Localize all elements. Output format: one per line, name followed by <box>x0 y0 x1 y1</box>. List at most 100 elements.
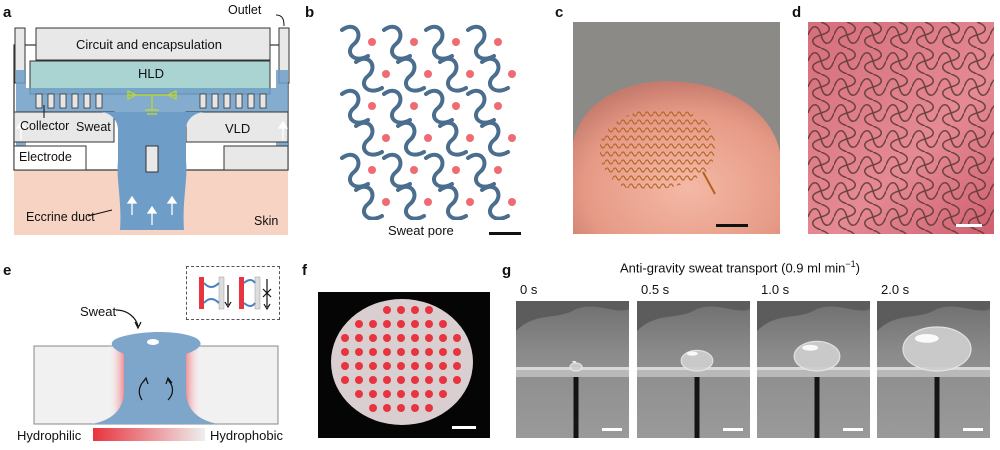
pore-dot <box>355 376 363 384</box>
serpentine-segment <box>466 24 496 61</box>
pore-dot <box>411 348 419 356</box>
serpentine-segment <box>382 88 412 125</box>
serpentine-segment <box>438 120 468 157</box>
pore-dot <box>453 334 461 342</box>
panel-a-letter: a <box>3 4 12 21</box>
pore-dot <box>397 404 405 412</box>
serpentine-segment <box>424 24 454 61</box>
label-collector: Collector <box>20 119 70 133</box>
serpentine-segment <box>340 88 370 125</box>
transport-frame <box>757 301 870 438</box>
pore-dot <box>355 390 363 398</box>
flow-arrows <box>15 120 289 225</box>
pore-array-photo <box>318 292 490 438</box>
panel-g-title-sup: −1 <box>845 259 856 269</box>
pore-dot <box>397 390 405 398</box>
pore-dot <box>369 348 377 356</box>
label-sweat-a: Sweat <box>76 120 111 134</box>
label-outlet: Outlet <box>228 3 262 17</box>
pore-dot <box>383 320 391 328</box>
mesh-patch <box>599 108 716 190</box>
sweat-column <box>92 332 218 424</box>
pore-dot <box>425 376 433 384</box>
pore-dot <box>355 334 363 342</box>
sweat-pore-dot <box>424 134 432 142</box>
serpentine-segment <box>424 152 454 189</box>
transport-frame <box>516 301 629 438</box>
serpentine-segment <box>480 120 510 157</box>
pore-dot <box>341 376 349 384</box>
pore-dot <box>411 334 419 342</box>
serpentine-segment <box>340 24 370 61</box>
pore-dot <box>439 362 447 370</box>
panel-g-letter: g <box>502 262 512 279</box>
pore-dot <box>439 320 447 328</box>
pore-dot <box>453 362 461 370</box>
sweat-pore-dot <box>508 198 516 206</box>
sweat-pore-dot <box>424 70 432 78</box>
pore-dot <box>439 334 447 342</box>
serpentine-segment <box>382 152 412 189</box>
pore-dot <box>369 376 377 384</box>
pore-dot <box>397 376 405 384</box>
pore-dot <box>383 334 391 342</box>
label-circuit: Circuit and encapsulation <box>76 37 222 52</box>
serpentine-segment <box>480 56 510 93</box>
frame-time-label: 0 s <box>520 282 538 297</box>
serpentine-segment <box>340 152 370 189</box>
sweat-pore-dot <box>410 38 418 46</box>
label-sweat-e: Sweat <box>80 304 117 319</box>
label-vld: VLD <box>225 121 251 136</box>
pore-dot <box>397 320 405 328</box>
sweat-pore-dot <box>466 134 474 142</box>
scale-bar-f <box>452 426 476 429</box>
pore-dot <box>425 404 433 412</box>
wettability-gradient-bar <box>93 428 205 441</box>
pore-dot <box>425 390 433 398</box>
pore-dot <box>341 362 349 370</box>
center-electrode <box>145 145 159 173</box>
pore-dot <box>439 376 447 384</box>
serpentine-segment <box>396 120 426 157</box>
label-hydrophobic: Hydrophobic <box>210 428 283 443</box>
pore-dot <box>411 306 419 314</box>
sweat-pore-dot <box>494 166 502 174</box>
transport-frame <box>637 301 750 438</box>
pore-dot <box>411 390 419 398</box>
mesh-on-skin-photo <box>808 22 994 234</box>
pore-dot <box>439 348 447 356</box>
pore-dot <box>425 348 433 356</box>
sweat-pore-dot <box>508 134 516 142</box>
scale-bar-d <box>956 224 982 227</box>
serpentine-segment <box>354 56 384 93</box>
electrode-block <box>13 145 87 171</box>
sweat-pore-dot <box>410 102 418 110</box>
frame-time-label: 2.0 s <box>881 282 910 297</box>
pore-dot <box>369 390 377 398</box>
mechanism-inset <box>186 266 280 320</box>
panel-e-diagram <box>33 309 279 441</box>
label-hydrophilic: Hydrophilic <box>17 428 82 443</box>
pore-dot <box>383 306 391 314</box>
panel-e-letter: e <box>3 262 12 279</box>
serpentine-mesh <box>340 24 516 220</box>
serpentine-segment <box>396 184 426 220</box>
serpentine-segment <box>424 88 454 125</box>
serpentine-segment <box>480 184 510 220</box>
collector-block <box>13 111 115 143</box>
pore-dot <box>341 334 349 342</box>
pore-dot <box>397 306 405 314</box>
pore-dot <box>369 334 377 342</box>
serpentine-segment <box>354 120 384 157</box>
panel-g-title-main: Anti-gravity sweat transport (0.9 ml min <box>620 260 846 276</box>
pore-dot <box>425 362 433 370</box>
serpentine-segment <box>396 56 426 93</box>
sweat-pore-dot <box>508 70 516 78</box>
pore-dot <box>397 334 405 342</box>
panel-f-letter: f <box>302 262 307 279</box>
serpentine-segment <box>438 56 468 93</box>
sweat-pore-dot <box>382 134 390 142</box>
scale-bar-c <box>716 224 748 227</box>
panel-g-title: Anti-gravity sweat transport (0.9 ml min… <box>620 259 860 275</box>
pore-dot <box>383 348 391 356</box>
